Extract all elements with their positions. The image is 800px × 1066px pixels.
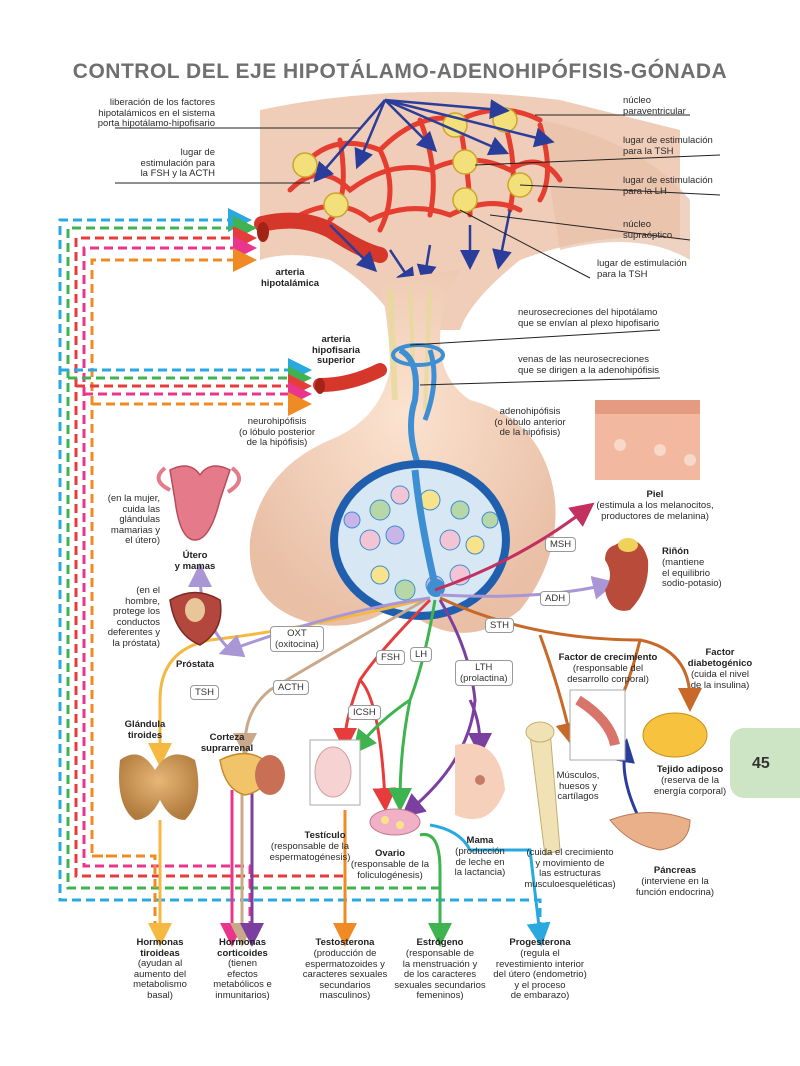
label-paraventricular: núcleo paraventricular — [623, 95, 686, 117]
label-adipose-desc: (reserva de la energía corporal) — [653, 775, 727, 797]
thyroid-illustration — [119, 754, 199, 820]
label-hypothalamic-artery: arteria hipotalámica — [250, 267, 330, 289]
label-ovary-title: Ovario — [374, 848, 406, 859]
label-neurosecretions: neurosecreciones del hipotálamo que se e… — [518, 307, 660, 329]
tag-tsh: TSH — [190, 685, 219, 700]
label-diabetogenic-title: Factor diabetogénico — [687, 647, 753, 669]
label-diabetogenic-desc: (cuida el nivel de la insulina) — [690, 669, 750, 691]
tag-oxt: OXT (oxitocina) — [270, 626, 324, 652]
hypothalamic-artery — [254, 212, 388, 263]
label-testis-title: Testículo — [304, 830, 346, 841]
tag-icsh: ICSH — [348, 705, 381, 720]
label-man: (en el hombre, protege los conductos def… — [107, 585, 160, 649]
pituitary-gland — [249, 270, 556, 633]
label-growth-factor-title: Factor de crecimiento — [558, 652, 658, 663]
label-stim-tsh-1: lugar de estimulación para la TSH — [623, 135, 713, 157]
page-title: CONTROL DEL EJE HIPOTÁLAMO-ADENOHIPÓFISI… — [72, 60, 728, 83]
label-woman: (en la mujer, cuida las glándulas mamari… — [107, 493, 160, 546]
label-estrogen-desc: (responsable de la menstruación y de los… — [394, 948, 486, 1001]
label-corticoids-title: Hormonas corticoides — [217, 937, 268, 959]
label-superior-artery: arteria hipofisaria superior — [306, 334, 366, 367]
label-stim-tsh-2: lugar de estimulación para la TSH — [597, 258, 687, 280]
label-testosterone-title: Testosterona — [315, 937, 375, 948]
label-estrogen-title: Estrógeno — [416, 937, 464, 948]
label-progesterone-desc: (regula el revestimiento interior del út… — [493, 948, 587, 1001]
label-breast-desc: (producción de leche en la lactancia) — [454, 846, 506, 878]
superior-hypophyseal-artery — [313, 363, 387, 394]
label-corticoids-desc: (tienen efectos metabólicos e inmunitari… — [213, 958, 272, 1001]
hormone-pathways — [148, 502, 702, 821]
label-supraoptic: núcleo supraóptico — [623, 219, 673, 241]
adrenal-illustration — [219, 752, 285, 796]
label-kidney-title: Riñón — [662, 546, 689, 557]
hypothalamic-nuclei — [292, 107, 533, 218]
adipose-illustration — [642, 712, 708, 758]
hormone-output-lines — [148, 790, 551, 947]
leader-lines — [115, 114, 721, 386]
label-adrenal-cortex: Corteza suprarrenal — [200, 732, 254, 754]
label-neurohypophysis: neurohipófisis (o lóbulo posterior de la… — [238, 416, 316, 448]
label-veins: venas de las neurosecreciones que se dir… — [518, 354, 660, 376]
tag-msh: MSH — [545, 537, 577, 552]
page-number: 45 — [752, 755, 770, 772]
skin-illustration — [595, 400, 700, 480]
tag-fsh: FSH — [376, 650, 405, 665]
tag-sth: STH — [485, 618, 514, 633]
label-liberation: liberación de los factores hipotalámicos… — [97, 97, 215, 129]
tag-lth: LTH (prolactina) — [455, 660, 513, 686]
label-testis-desc: (responsable de la espermatogénesis) — [269, 841, 351, 863]
label-muscles: Músculos, huesos y cartílagos — [556, 770, 600, 802]
label-progesterone-title: Progesterona — [509, 937, 571, 948]
muscle-illustration — [569, 689, 626, 761]
label-adenohypophysis: adenohipófisis (o lóbulo anterior de la … — [494, 406, 566, 438]
prostate-illustration — [169, 591, 222, 646]
label-pancreas-desc: (interviene en la función endocrina) — [635, 876, 715, 898]
testis-illustration — [309, 739, 361, 806]
label-thyroid-hormones-title: Hormonas tiroideas — [136, 937, 184, 959]
tag-adh: ADH — [540, 591, 571, 606]
label-adipose-title: Tejido adiposo — [656, 764, 724, 775]
label-thyroid-gland: Glándula tiroides — [124, 719, 166, 741]
label-stim-fsh-acth: lugar de estimulación para la FSH y la A… — [140, 147, 215, 179]
pancreas-illustration — [609, 812, 691, 851]
label-growth-factor-desc: (responsable del desarrollo corporal) — [567, 663, 649, 685]
label-stim-lh: lugar de estimulación para la LH — [623, 175, 713, 197]
label-kidney-desc: (mantiene el equilibrio sodio-potasio) — [662, 557, 722, 589]
tag-lh: LH — [410, 647, 433, 662]
breast-illustration — [455, 743, 505, 820]
label-testosterone-desc: (producción de espermatozoides y caracte… — [302, 948, 388, 1001]
label-ovary-desc: (responsable de la foliculogénesis) — [350, 859, 430, 881]
label-growth-movement: (cuida el crecimiento y movimiento de la… — [524, 847, 616, 890]
liberation-arrows — [313, 98, 555, 289]
label-prostate: Próstata — [175, 659, 214, 670]
label-skin-title: Piel — [646, 489, 664, 500]
label-skin-desc: (estimula a los melanocitos, productores… — [596, 500, 714, 522]
page-number-tab — [730, 728, 800, 798]
ovary-illustration — [369, 808, 421, 836]
label-thyroid-hormones-desc: (ayudan al aumento del metabolismo basal… — [133, 958, 187, 1001]
label-uterus: Útero y mamas — [174, 550, 216, 572]
kidney-illustration — [605, 538, 649, 611]
uterus-illustration — [156, 465, 241, 541]
tag-acth: ACTH — [273, 680, 309, 695]
label-pancreas-title: Páncreas — [653, 865, 697, 876]
label-breast-title: Mama — [466, 835, 494, 846]
bone-illustration — [525, 721, 561, 856]
